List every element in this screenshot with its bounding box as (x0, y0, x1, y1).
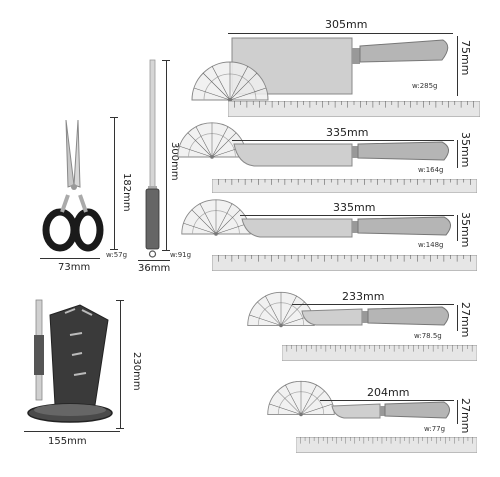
paring-length: 204mm (367, 386, 410, 399)
sharpener-width: 36mm (138, 263, 171, 274)
scissors-width: 73mm (58, 262, 91, 273)
sharpener-group: 300mm w:91g (138, 58, 198, 278)
paring-weight: w:77g (424, 425, 446, 433)
utility-width: 27mm (459, 302, 472, 338)
slicer-weight: w:148g (418, 241, 444, 249)
paring-illustration (331, 401, 450, 419)
utility-illustration (301, 306, 449, 326)
paring-width: 27mm (459, 398, 472, 434)
utility-weight: w:78.5g (414, 332, 442, 340)
slicer-ruler (212, 255, 477, 271)
cleaver-weight: w:285g (412, 82, 438, 90)
scissors-weight: w:57g (106, 251, 128, 259)
scissors-length: 182mm (121, 173, 132, 212)
block-height: 230mm (131, 352, 142, 391)
paring-ruler (296, 437, 477, 453)
cleaver-width: 75mm (459, 40, 472, 76)
chef-illustration (233, 141, 449, 167)
slicer-length: 335mm (333, 201, 376, 214)
scissors-group: 182mm w:57g (38, 115, 138, 275)
knife-block-illustration (27, 299, 113, 423)
chef-length: 335mm (326, 126, 369, 139)
scissors-illustration (42, 119, 104, 252)
cleaver-length: 305mm (325, 18, 368, 31)
chef-ruler (212, 179, 477, 193)
chef-weight: w:164g (418, 166, 444, 174)
cleaver-ruler (228, 101, 480, 117)
sharpener-weight: w:91g (170, 251, 192, 259)
block-width: 155mm (48, 436, 87, 447)
sharpener-illustration (145, 59, 160, 258)
utility-length: 233mm (342, 290, 385, 303)
chef-width: 35mm (459, 132, 472, 168)
slicer-width: 35mm (459, 212, 472, 248)
knife-block-group: 230mm (20, 295, 142, 445)
cleaver-protractor (190, 58, 270, 102)
paring-protractor (266, 372, 336, 422)
slicer-illustration (241, 216, 451, 238)
utility-ruler (282, 345, 477, 361)
